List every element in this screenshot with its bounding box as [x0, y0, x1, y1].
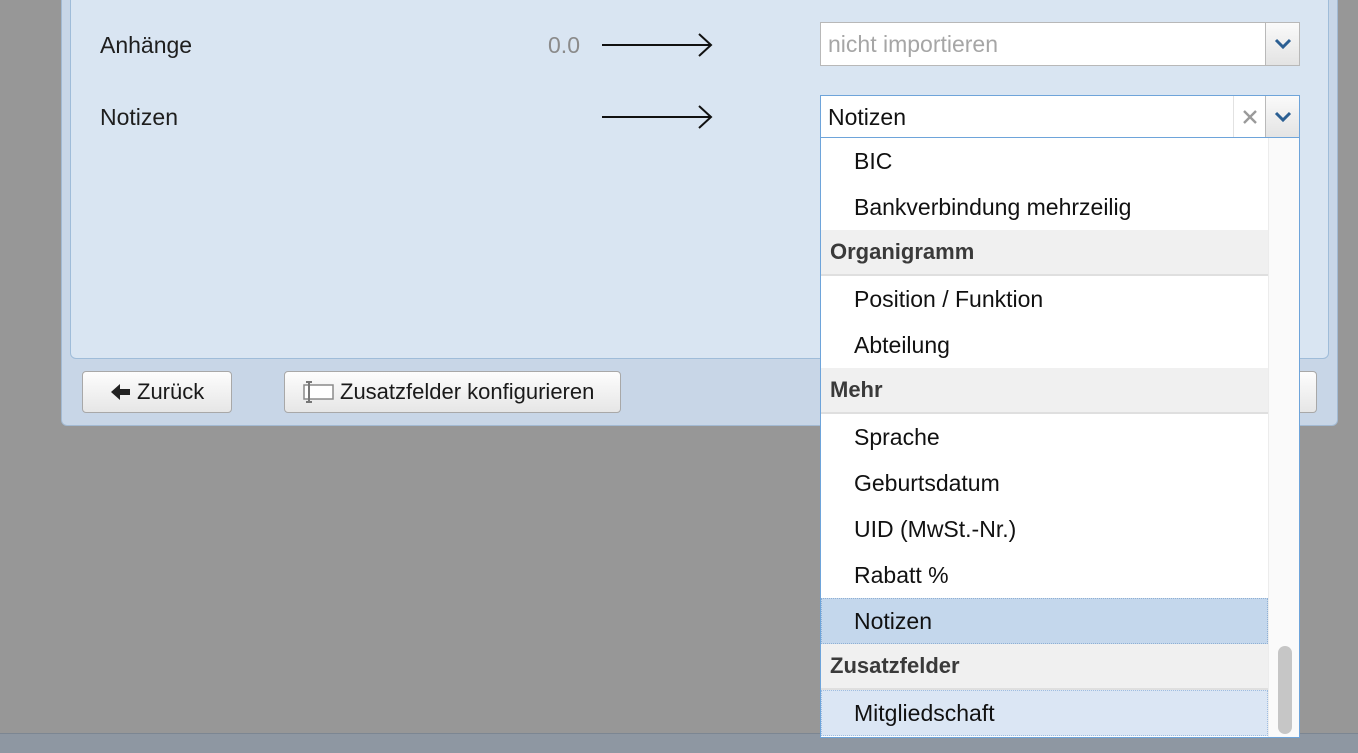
dropdown-trigger[interactable] [1265, 96, 1299, 138]
scrollbar[interactable] [1268, 138, 1299, 737]
configure-extra-fields-label: Zusatzfelder konfigurieren [340, 379, 595, 404]
dropdown-option[interactable]: Mitgliedschaft [821, 690, 1268, 736]
background-strip [0, 733, 1358, 753]
clear-icon[interactable] [1233, 96, 1265, 138]
back-button[interactable]: Zurück [82, 371, 232, 413]
field-label-notizen: Notizen [100, 104, 178, 130]
dropdown-option[interactable]: Rabatt % [854, 562, 949, 588]
dropdown-group-header: Organigramm [821, 230, 1268, 276]
select-value: nicht importieren [828, 31, 999, 57]
chevron-down-icon [1274, 111, 1291, 123]
dropdown-option[interactable]: Notizen [821, 598, 1268, 644]
dropdown-option[interactable]: UID (MwSt.-Nr.) [854, 516, 1017, 542]
dropdown-group-header: Mehr [821, 368, 1268, 414]
mapping-select-anhaenge[interactable]: nicht importieren [820, 22, 1300, 66]
arrow-left-icon [111, 383, 131, 401]
chevron-down-icon [1274, 38, 1291, 50]
mapping-select-notizen[interactable]: Notizen [820, 95, 1300, 138]
dropdown-option[interactable]: BIC [854, 148, 893, 174]
dropdown-option[interactable]: Geburtsdatum [854, 470, 1000, 496]
dropdown-group-header: Zusatzfelder [821, 644, 1268, 690]
back-button-label: Zurück [137, 379, 205, 404]
configure-extra-fields-button[interactable]: Zusatzfelder konfigurieren [284, 371, 621, 413]
dropdown-option[interactable]: Sprache [854, 424, 940, 450]
dropdown-option[interactable]: Bankverbindung mehrzeilig [854, 194, 1132, 220]
dropdown-option[interactable]: Position / Funktion [854, 286, 1044, 312]
text-field-icon [302, 381, 334, 403]
field-label-anhaenge: Anhänge [100, 32, 193, 58]
dropdown-option[interactable]: Abteilung [854, 332, 950, 358]
arrow-right-icon [602, 105, 713, 129]
dropdown-trigger[interactable] [1265, 23, 1299, 65]
scrollbar-thumb[interactable] [1278, 646, 1292, 734]
select-value: Notizen [828, 104, 906, 130]
field-value-anhaenge: 0.0 [548, 32, 580, 58]
arrow-right-icon [602, 33, 713, 57]
